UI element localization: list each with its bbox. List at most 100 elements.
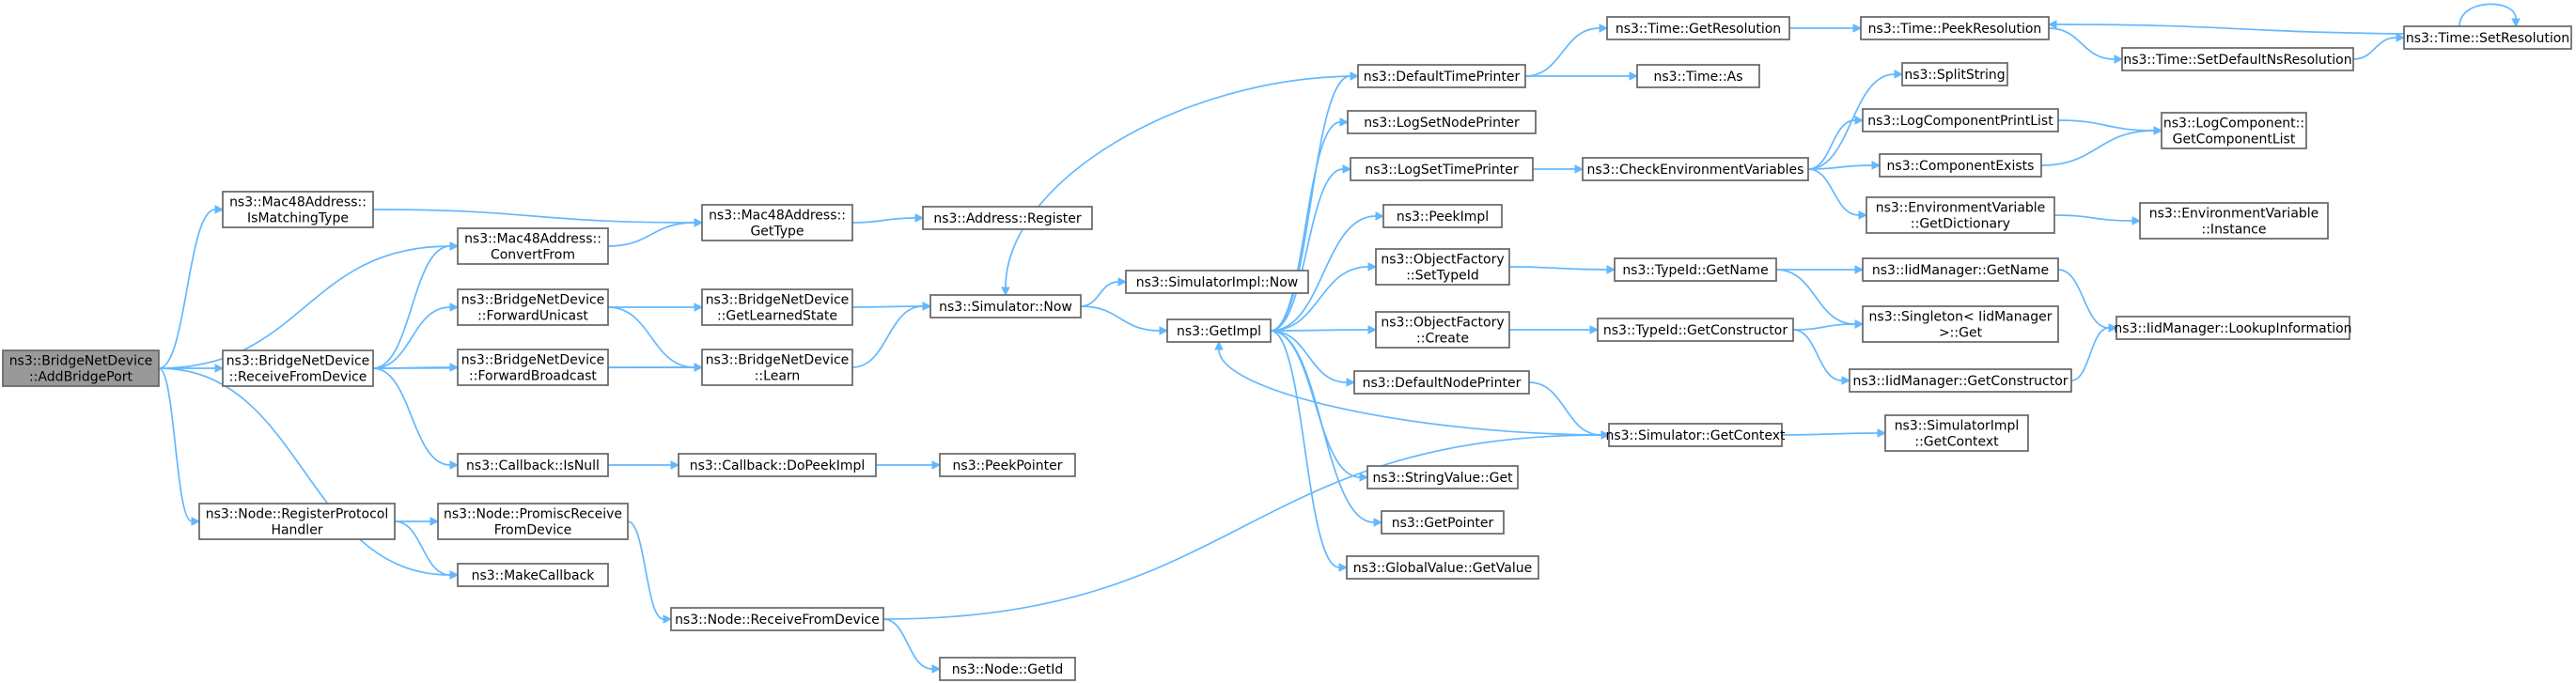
call-edge: [607, 306, 704, 372]
graph-node-getptr[interactable]: ns3::GetPointer: [1381, 510, 1505, 535]
node-label: ns3::Time::SetResolution: [2406, 31, 2569, 46]
graph-node-peekptr[interactable]: ns3::PeekPointer: [939, 453, 1076, 477]
node-label: ns3::TypeId::GetName: [1622, 263, 1768, 278]
graph-node-noderecv[interactable]: ns3::Node::ReceiveFromDevice: [670, 607, 884, 631]
graph-node-simnow[interactable]: ns3::Simulator::Now: [929, 294, 1082, 318]
graph-node-split[interactable]: ns3::SplitString: [1901, 62, 2008, 86]
arrowhead: [1117, 277, 1128, 287]
call-edge: [372, 367, 460, 470]
call-edge: [851, 213, 925, 224]
arrowhead: [1339, 117, 1350, 127]
call-edge: [2352, 33, 2406, 60]
graph-node-isnull[interactable]: ns3::Callback::IsNull: [457, 453, 609, 477]
graph-node-deftime[interactable]: ns3::DefaultTimePrinter: [1357, 64, 1526, 88]
graph-node-timeas[interactable]: ns3::Time::As: [1636, 64, 1760, 88]
node-label: ::Create: [1416, 332, 1469, 347]
graph-node-learned[interactable]: ns3::BridgeNetDevice::GetLearnedState: [701, 288, 853, 326]
graph-node-compexists[interactable]: ns3::ComponentExists: [1879, 153, 2042, 178]
arrowhead: [1894, 70, 1904, 79]
graph-node-simimplctx[interactable]: ns3::SimulatorImpl::GetContext: [1884, 414, 2029, 452]
node-label: ns3::PeekImpl: [1397, 210, 1489, 225]
graph-node-strget[interactable]: ns3::StringValue::Get: [1366, 465, 1519, 489]
graph-node-setres[interactable]: ns3::Time::SetResolution: [2403, 25, 2572, 50]
graph-node-logcpl[interactable]: ns3::LogComponentPrintList: [1862, 108, 2059, 132]
graph-node-simctx[interactable]: ns3::Simulator::GetContext: [1605, 423, 1786, 447]
call-edge: [882, 618, 942, 674]
call-edge: [1270, 330, 1349, 572]
graph-node-ofsettype[interactable]: ns3::ObjectFactory::SetTypeId: [1375, 248, 1510, 286]
graph-node-checkenv[interactable]: ns3::CheckEnvironmentVariables: [1582, 157, 1809, 181]
call-edge: [851, 302, 932, 368]
node-label: ns3::LogComponentPrintList: [1867, 114, 2053, 129]
node-label: ns3::StringValue::Get: [1372, 471, 1513, 486]
arrowhead: [922, 302, 932, 311]
graph-node-getimpl[interactable]: ns3::GetImpl: [1166, 318, 1272, 343]
graph-node-recv[interactable]: ns3::BridgeNetDevice::ReceiveFromDevice: [222, 349, 374, 387]
arrowhead: [449, 570, 460, 580]
graph-node-learn[interactable]: ns3::BridgeNetDevice::Learn: [701, 349, 853, 386]
arrowhead: [1375, 211, 1385, 221]
graph-node-fwdbc[interactable]: ns3::BridgeNetDevice::ForwardBroadcast: [457, 349, 609, 386]
graph-node-addrreg[interactable]: ns3::Address::Register: [922, 206, 1093, 230]
node-label: ns3::CheckEnvironmentVariables: [1587, 163, 1804, 178]
graph-node-setdefns[interactable]: ns3::Time::SetDefaultNsResolution: [2121, 47, 2354, 71]
graph-node-tidname[interactable]: ns3::TypeId::GetName: [1614, 257, 1777, 282]
call-nodes: ns3::BridgeNetDevice::AddBridgePortns3::…: [2, 16, 2572, 681]
node-label: ns3::Node::GetId: [952, 662, 1063, 677]
graph-node-gvget[interactable]: ns3::GlobalValue::GetValue: [1346, 555, 1539, 580]
arrowhead: [1599, 23, 1609, 33]
node-label: FromDevice: [494, 523, 572, 538]
arrowhead: [449, 303, 460, 312]
node-label: ns3::LogComponent::: [2163, 116, 2304, 132]
arrowhead: [429, 517, 440, 526]
arrowhead: [931, 664, 942, 674]
graph-node-logsettime[interactable]: ns3::LogSetTimePrinter: [1350, 157, 1534, 181]
arrowhead: [2396, 33, 2406, 42]
call-edge: [158, 367, 460, 580]
graph-node-defnode[interactable]: ns3::DefaultNodePrinter: [1353, 370, 1530, 395]
graph-node-convert[interactable]: ns3::Mac48Address::ConvertFrom: [457, 227, 609, 265]
arrowhead: [2153, 126, 2163, 135]
node-label: ns3::EnvironmentVariable: [2149, 207, 2319, 222]
node-label: ns3::Callback::IsNull: [466, 458, 600, 473]
graph-node-simimplnow[interactable]: ns3::SimulatorImpl::Now: [1125, 270, 1309, 294]
call-edge: [1270, 325, 1378, 334]
graph-node-getid[interactable]: ns3::Node::GetId: [939, 657, 1076, 681]
graph-node-logsetnode[interactable]: ns3::LogSetNodePrinter: [1347, 110, 1537, 134]
graph-node-envdict[interactable]: ns3::EnvironmentVariable::GetDictionary: [1866, 196, 2055, 234]
graph-node-iidctor[interactable]: ns3::IidManager::GetConstructor: [1849, 368, 2072, 393]
graph-node-getres[interactable]: ns3::Time::GetResolution: [1606, 16, 1790, 40]
node-label: ns3::LogSetNodePrinter: [1364, 116, 1520, 131]
graph-node-peekres[interactable]: ns3::Time::PeekResolution: [1860, 16, 2050, 40]
arrowhead: [694, 303, 704, 312]
node-label: ns3::BridgeNetDevice: [226, 354, 370, 369]
arrowhead: [1001, 287, 1010, 297]
node-label: >::Get: [1939, 326, 1983, 341]
graph-node-iidlookup[interactable]: ns3::IidManager::LookupInformation: [2114, 316, 2352, 340]
graph-node-ismatch[interactable]: ns3::Mac48Address::IsMatchingType: [222, 191, 374, 228]
graph-node-dopeek[interactable]: ns3::Callback::DoPeekImpl: [678, 453, 877, 477]
graph-node-peekimpl[interactable]: ns3::PeekImpl: [1382, 204, 1503, 228]
graph-node-ofcreate[interactable]: ns3::ObjectFactory::Create: [1375, 311, 1510, 349]
node-label: ns3::TypeId::GetConstructor: [1603, 323, 1788, 338]
graph-node-logcomplist[interactable]: ns3::LogComponent::GetComponentList: [2161, 112, 2307, 149]
graph-node-envinst[interactable]: ns3::EnvironmentVariable::Instance: [2139, 202, 2329, 240]
node-label: ::ReceiveFromDevice: [229, 370, 367, 385]
call-edge: [1001, 75, 1359, 297]
graph-node-gettype[interactable]: ns3::Mac48Address::GetType: [701, 204, 853, 241]
graph-node-makecb[interactable]: ns3::MakeCallback: [457, 563, 609, 587]
node-label: ConvertFrom: [491, 248, 575, 263]
graph-node-singleton[interactable]: ns3::Singleton< IidManager>::Get: [1862, 305, 2059, 343]
graph-node-fwduni[interactable]: ns3::BridgeNetDevice::ForwardUnicast: [457, 288, 609, 326]
node-label: ns3::BridgeNetDevice: [706, 353, 850, 368]
node-label: ns3::ComponentExists: [1887, 159, 2035, 174]
graph-node-add[interactable]: ns3::BridgeNetDevice::AddBridgePort: [2, 349, 160, 387]
call-edge: [158, 205, 225, 369]
node-label: ns3::DefaultNodePrinter: [1363, 376, 1522, 391]
graph-node-iidname[interactable]: ns3::IidManager::GetName: [1862, 257, 2059, 282]
node-label: ns3::Address::Register: [933, 211, 1082, 226]
call-edges: [158, 3, 2521, 674]
graph-node-tidctor[interactable]: ns3::TypeId::GetConstructor: [1597, 318, 1794, 342]
